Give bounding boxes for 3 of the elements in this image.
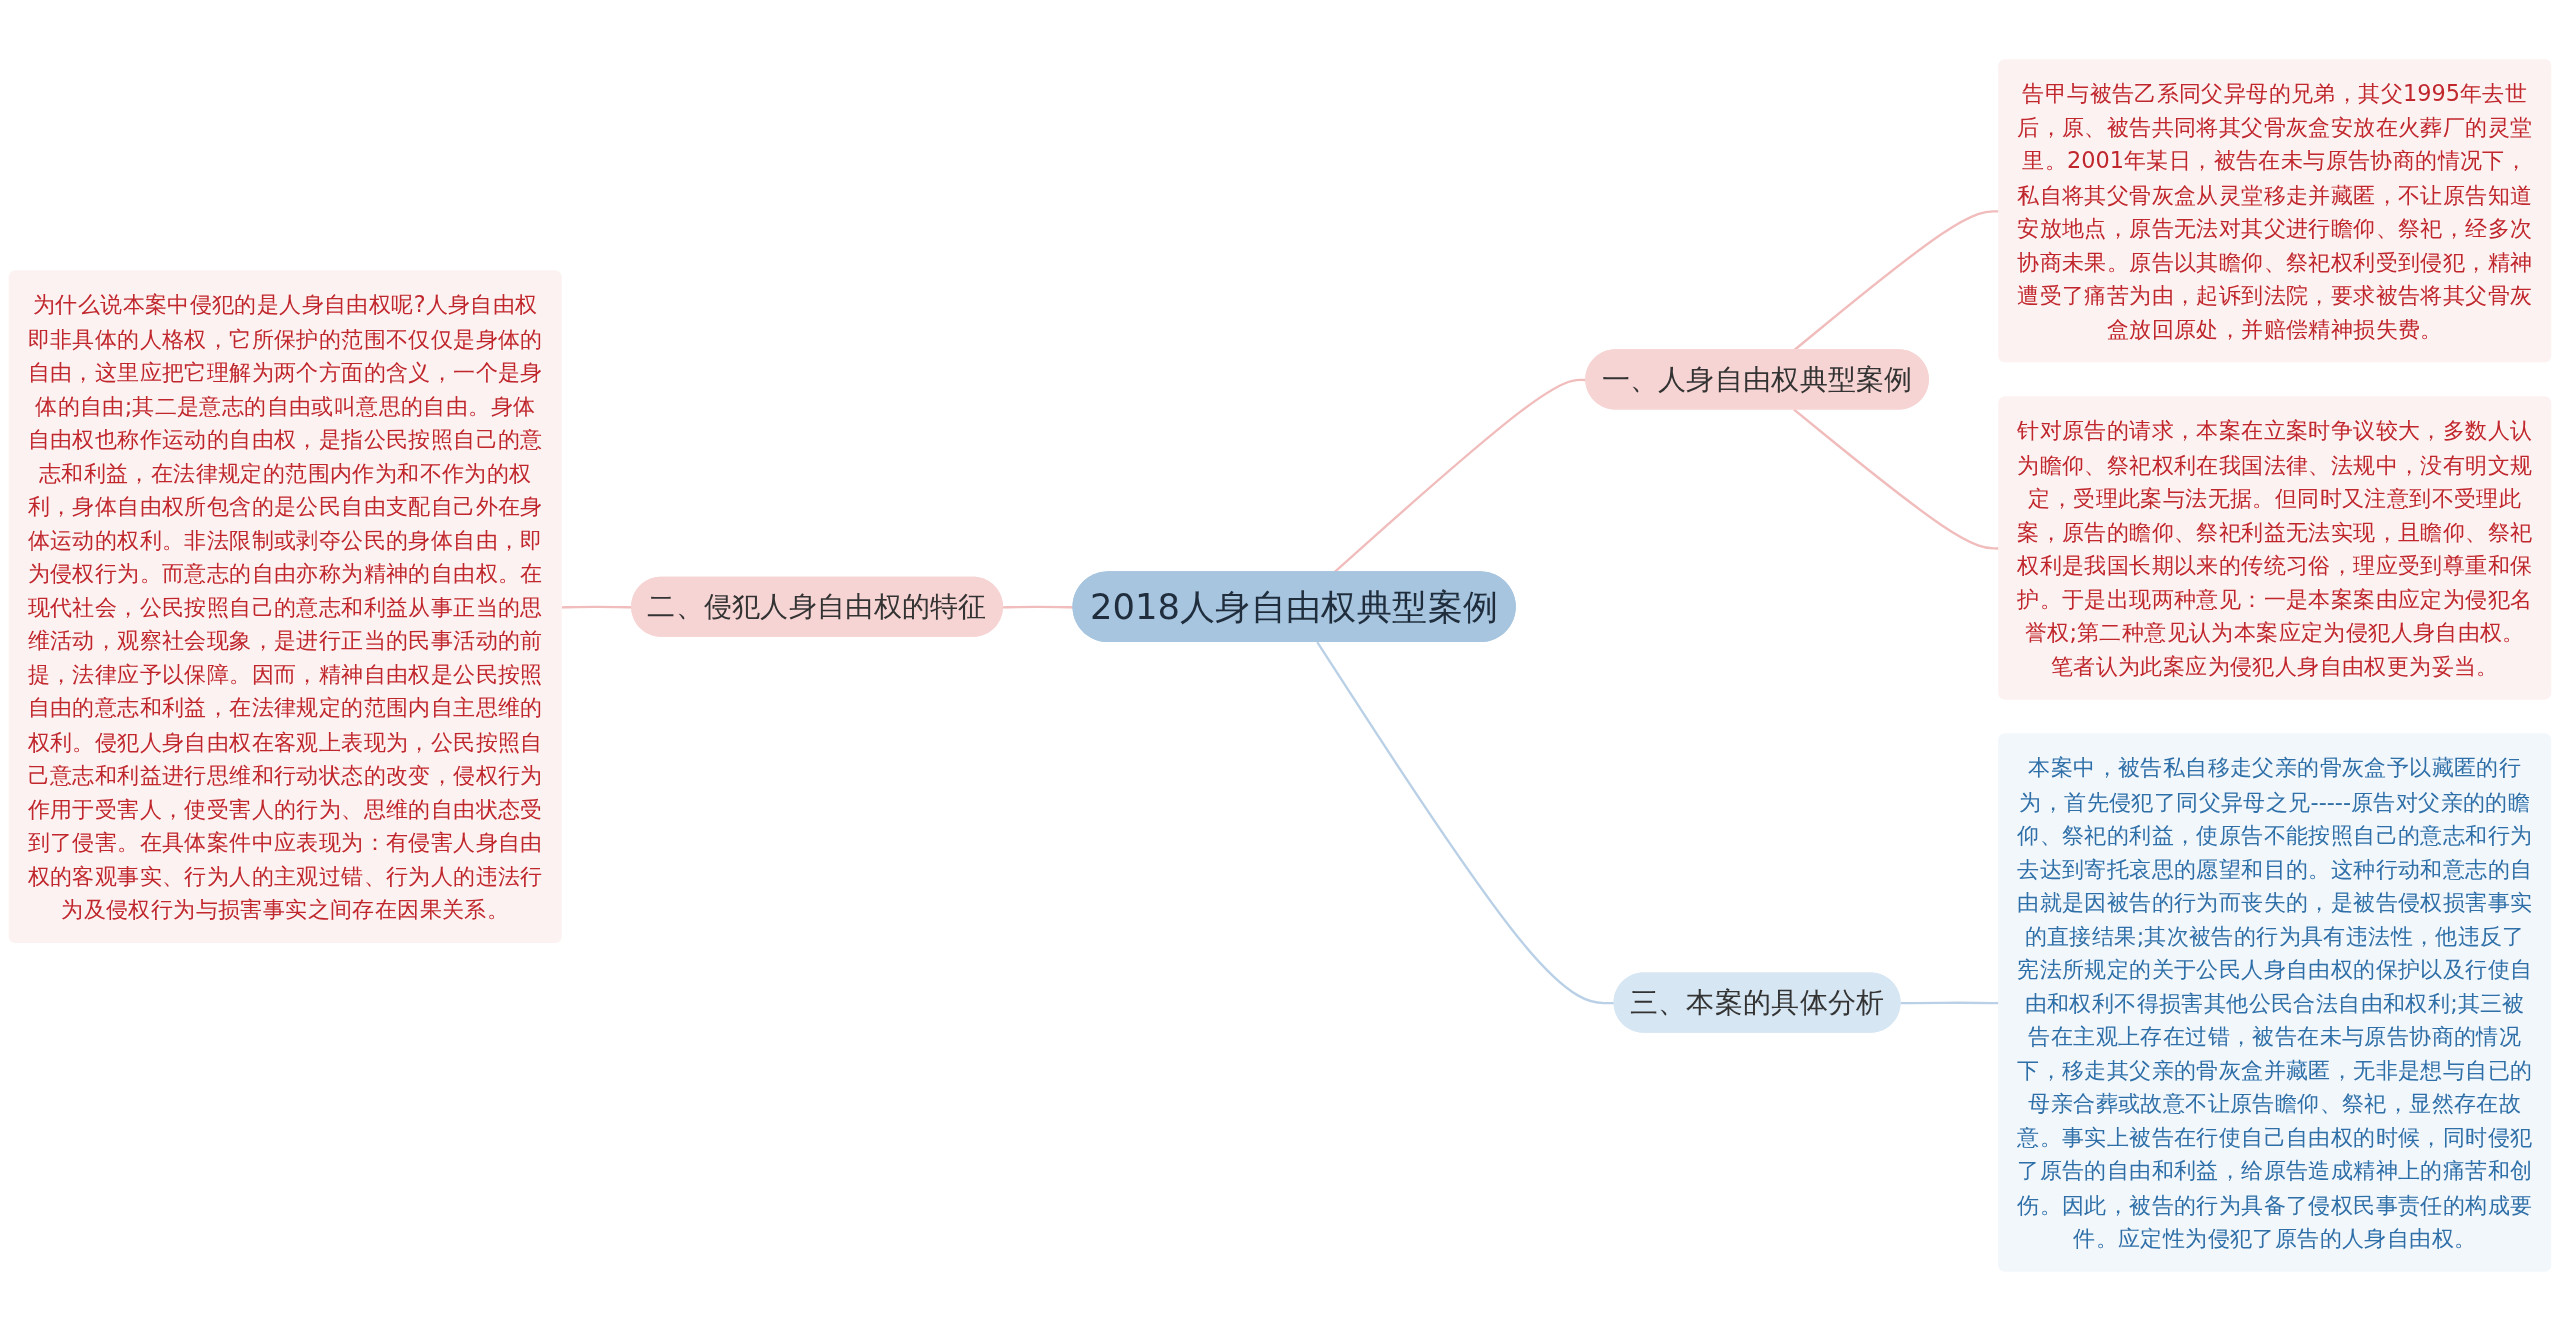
connector xyxy=(561,605,633,609)
connector xyxy=(1002,605,1074,609)
connector xyxy=(1316,641,1615,1005)
